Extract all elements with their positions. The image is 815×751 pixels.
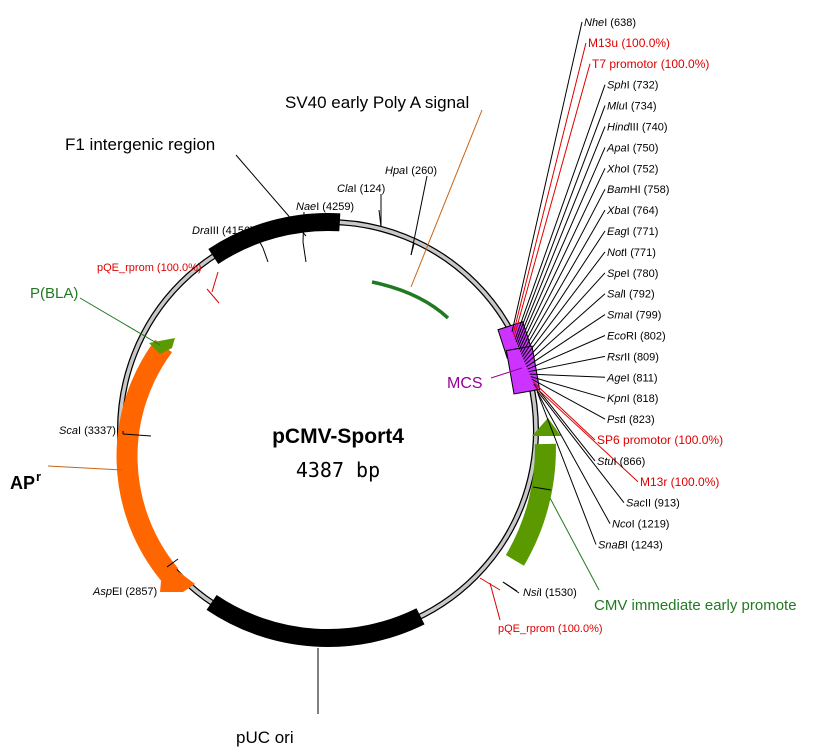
mcs-site-label: PstI (823) xyxy=(607,414,655,426)
mcs-site-label: RsrII (809) xyxy=(607,351,659,363)
site-naei: NaeI (4259) xyxy=(296,201,354,213)
apr-arrowhead xyxy=(160,560,195,592)
pqe-bottom-label: pQE_rprom (100.0%) xyxy=(498,623,603,635)
pbla-leader xyxy=(79,297,161,346)
mcs-site-label: T7 promotor (100.0%) xyxy=(592,57,709,71)
mcs-leader-line xyxy=(515,105,606,343)
mcs-leader-line xyxy=(513,63,591,338)
mcs-leader-line xyxy=(533,383,596,462)
mcs-site-label: BamHI (758) xyxy=(607,184,669,196)
mcs-site-labels: NheI (638) M13u (100.0%) T7 promotor (100.… xyxy=(584,17,723,552)
mcs-site-label: EcoRI (802) xyxy=(607,331,666,343)
mcs-site-label: NcoI (1219) xyxy=(612,519,669,531)
site-draiii: DraIII (4156) xyxy=(192,225,254,237)
mcs-site-label: ApaI (750) xyxy=(606,142,658,154)
f1-region-arc xyxy=(208,212,341,265)
mcs-site-label: SnaBI (1243) xyxy=(598,540,663,552)
puc-label: pUC ori xyxy=(236,728,294,747)
f1-label: F1 intergenic region xyxy=(65,135,215,154)
mcs-label: MCS xyxy=(447,375,483,392)
mcs-site-label: SacII (913) xyxy=(626,498,680,510)
mcs-site-label: EagI (771) xyxy=(607,226,658,238)
mcs-leader-line xyxy=(514,84,606,340)
site-aspei: AspEI (2857) xyxy=(92,586,157,598)
mcs-leader-line xyxy=(518,168,606,350)
mcs-site-label: StuI (866) xyxy=(597,456,645,468)
mcs-leader-line xyxy=(529,373,606,378)
mcs-site-label: NheI (638) xyxy=(584,17,636,29)
mcs-site-label: NotI (771) xyxy=(607,247,656,259)
mcs-site-label: M13r (100.0%) xyxy=(640,475,719,489)
mcs-site-label: SalI (792) xyxy=(607,289,655,301)
pbla-label: P(BLA) xyxy=(30,285,78,302)
mcs-leader-line xyxy=(535,388,625,504)
mcs-leader-line xyxy=(519,188,606,353)
mcs-leader-line xyxy=(511,21,583,333)
mcs-site-label: XbaI (764) xyxy=(606,205,658,217)
cmv-label: CMV immediate early promote xyxy=(594,597,797,614)
mcs-site-label: M13u (100.0%) xyxy=(588,36,670,50)
apr-arc xyxy=(116,339,179,582)
mcs-leader-line xyxy=(523,251,606,360)
mcs-leader-line xyxy=(524,272,606,363)
mcs-leader-line xyxy=(525,293,606,365)
mcs-site-leaders xyxy=(511,21,639,545)
cmv-arc xyxy=(505,443,556,566)
mcs-leader-line xyxy=(534,386,639,483)
sv40-label: SV40 early Poly A signal xyxy=(285,93,469,112)
mcs-site-label: XhoI (752) xyxy=(606,163,658,175)
mcs-leader-line xyxy=(521,230,606,358)
mcs-leader-line xyxy=(512,42,587,335)
puc-ori-arc xyxy=(206,594,425,647)
mcs-leader-line xyxy=(528,355,606,373)
cmv-arrowhead xyxy=(532,418,561,436)
plasmid-name: pCMV-Sport4 xyxy=(272,425,404,448)
mcs-site-label: KpnI (818) xyxy=(607,393,658,405)
mcs-site-label: AgeI (811) xyxy=(606,372,658,384)
plasmid-size: 4387 bp xyxy=(296,458,380,482)
sv40-leader xyxy=(410,109,483,288)
site-nsii: NsiI (1530) xyxy=(523,587,577,599)
mcs-leader-line xyxy=(537,393,597,545)
sv40-arc xyxy=(371,280,450,320)
cmv-leader xyxy=(549,497,600,591)
mcs-leader-line xyxy=(526,314,606,368)
mcs-leader-line xyxy=(527,335,606,370)
mcs-site-label: SpeI (780) xyxy=(607,268,658,280)
pqe-top-label: pQE_rprom (100.0%) xyxy=(97,262,202,274)
mcs-leader-line xyxy=(530,376,606,399)
mcs-site-label: HindIII (740) xyxy=(607,122,668,134)
apr-label: APr xyxy=(10,469,41,493)
mcs-leader-line xyxy=(532,381,596,441)
site-scai: ScaI (3337) xyxy=(59,425,116,437)
pqe-bottom-leader xyxy=(489,582,501,621)
mcs-site-label: MluI (734) xyxy=(607,101,657,113)
mcs-site-label: SphI (732) xyxy=(607,80,658,92)
mcs-leader-line xyxy=(516,126,606,345)
site-hpai: HpaI (260) xyxy=(385,165,437,177)
mcs-leader-line xyxy=(531,378,606,420)
mcs-leader xyxy=(490,367,523,379)
apr-leader xyxy=(47,465,123,471)
site-clai: ClaI (124) xyxy=(337,183,385,195)
mcs-leader-line xyxy=(520,209,606,355)
mcs-leader-line xyxy=(517,147,606,348)
pqe-top-leader xyxy=(211,271,219,293)
mcs-site-label: SmaI (799) xyxy=(607,310,661,322)
mcs-leader-line xyxy=(536,391,611,524)
feature-leaders xyxy=(122,154,520,714)
mcs-site-label: SP6 promotor (100.0%) xyxy=(597,433,723,447)
